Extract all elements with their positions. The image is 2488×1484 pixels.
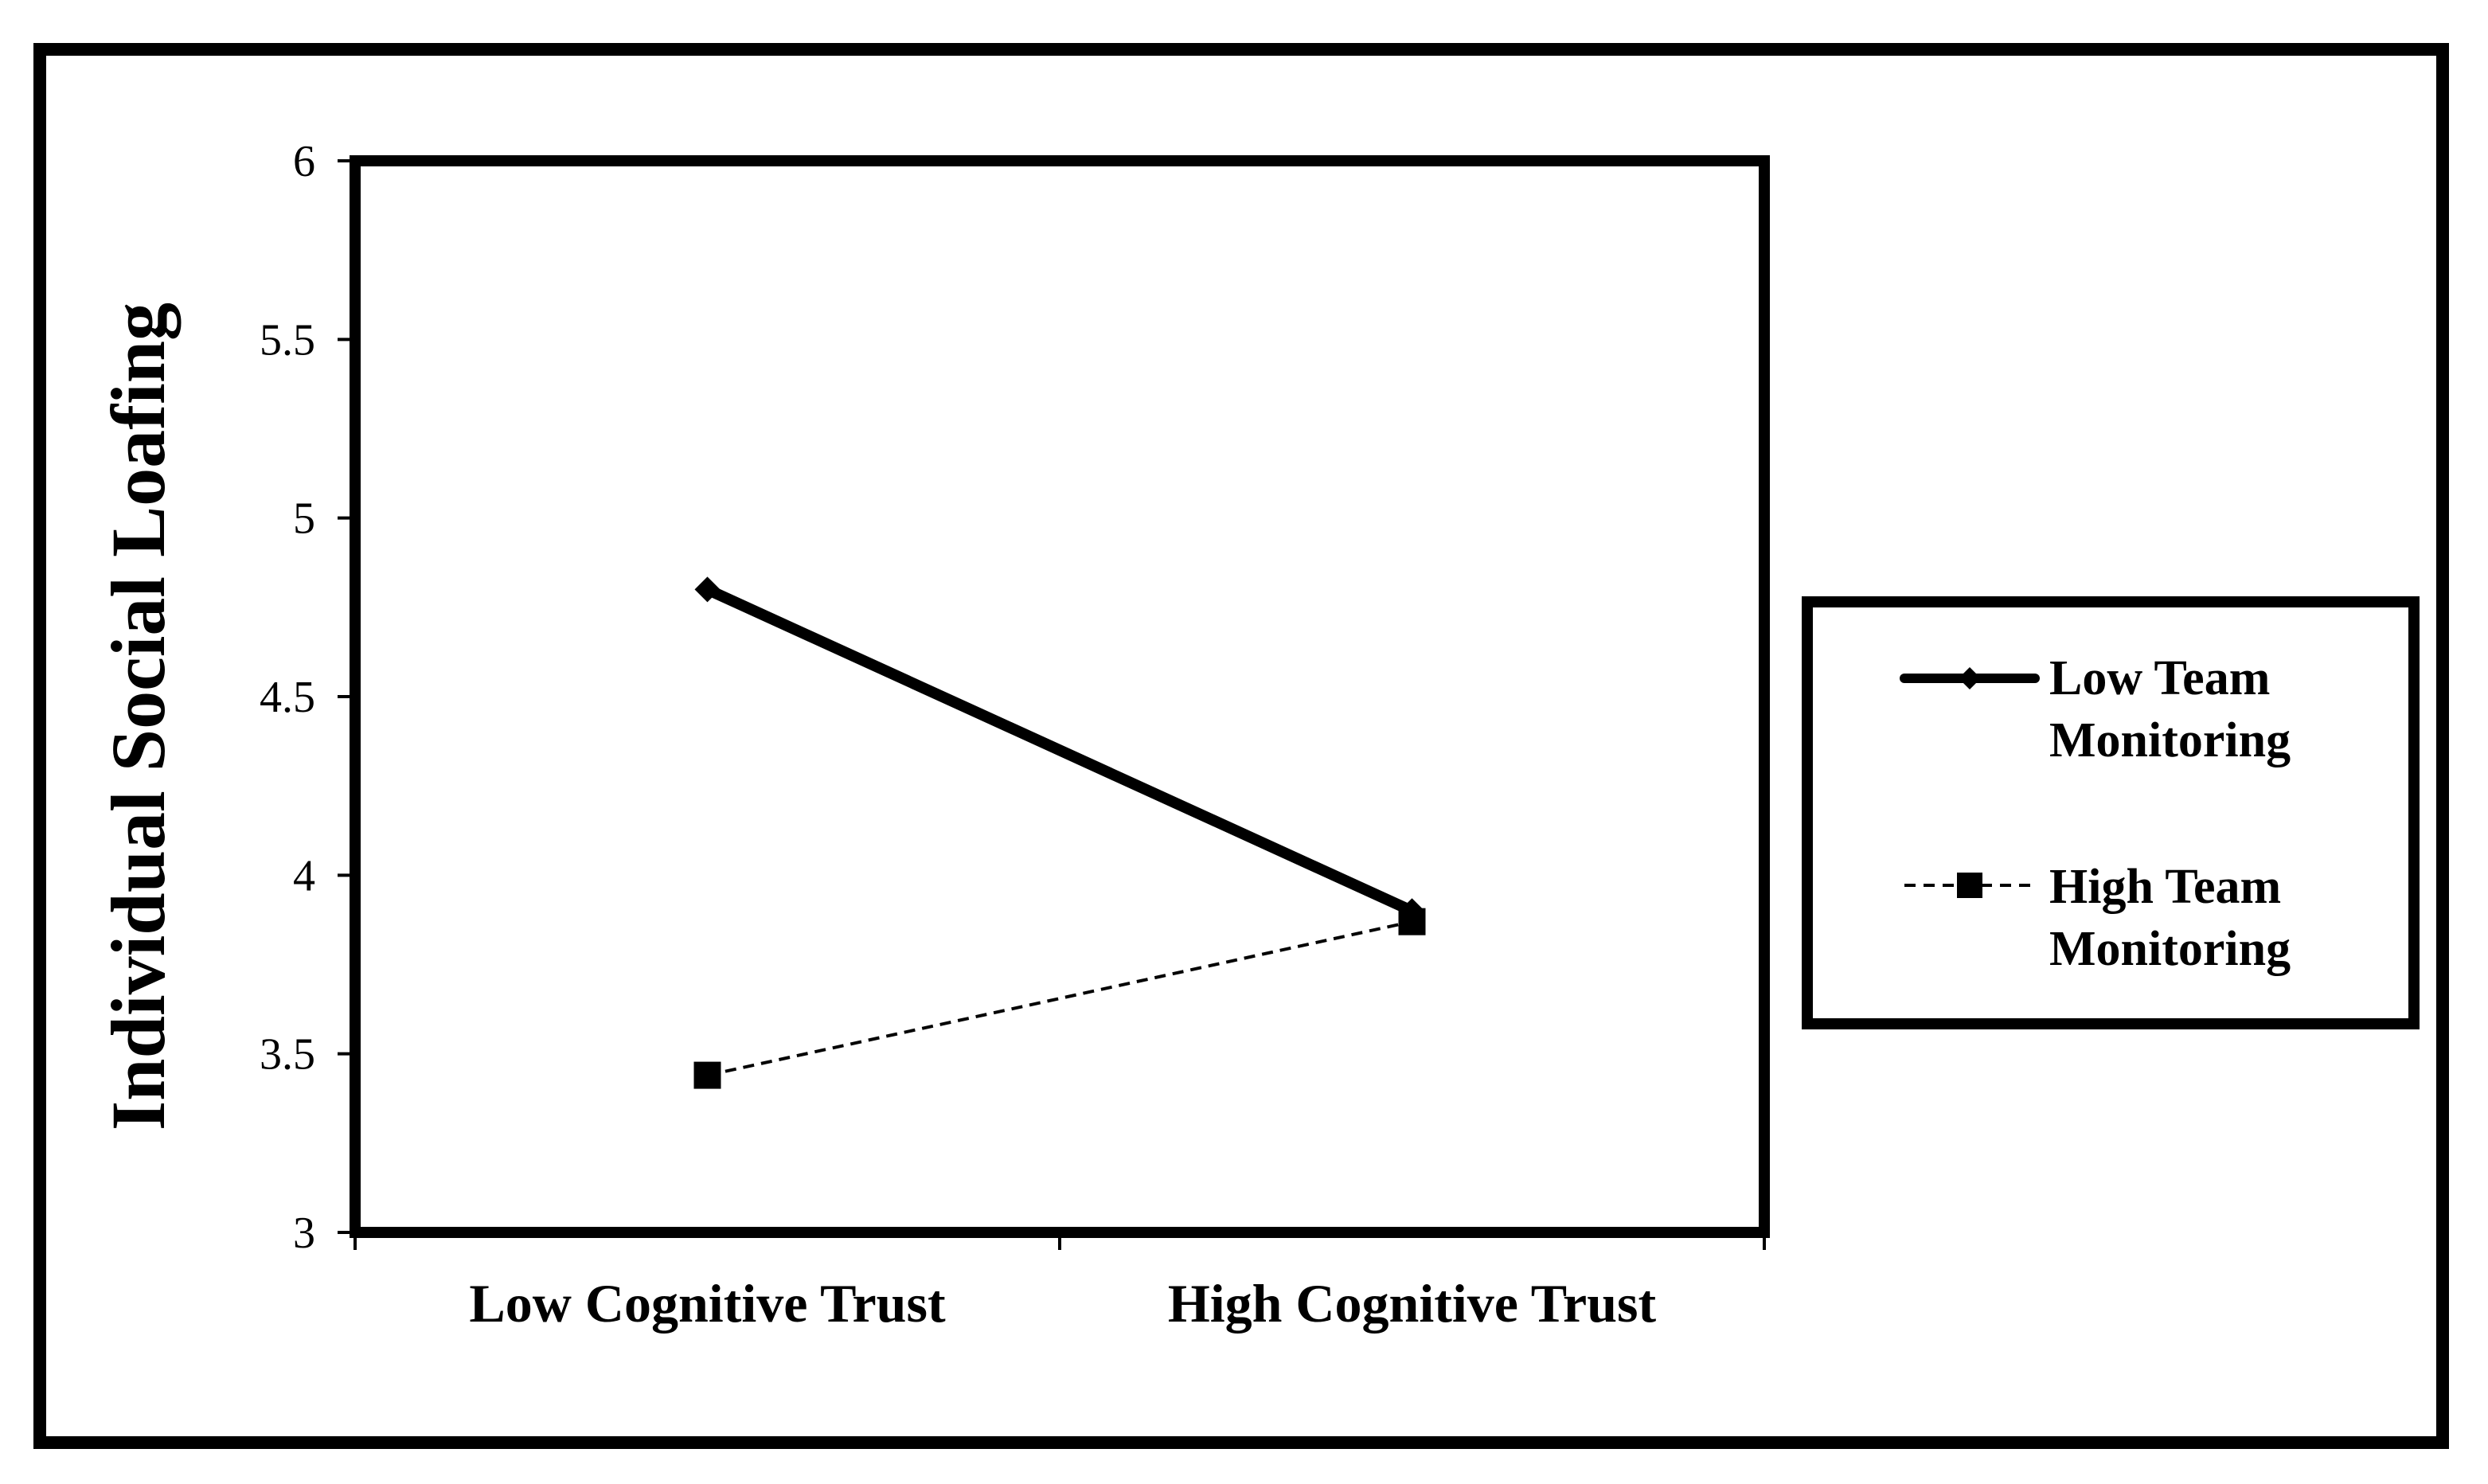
series-high-team-monitoring xyxy=(693,908,1426,1089)
legend-square-marker-icon xyxy=(1957,873,1982,898)
y-tick-label: 3.5 xyxy=(260,1030,315,1080)
legend-label-high-team-monitoring-line2: Monitoring xyxy=(2049,922,2291,976)
y-tick-label: 4 xyxy=(293,851,315,900)
x-tick-label-low-cognitive-trust: Low Cognitive Trust xyxy=(469,1273,946,1334)
x-tick-label-high-cognitive-trust: High Cognitive Trust xyxy=(1168,1273,1657,1334)
legend-label-low-team-monitoring-line1: Low Team xyxy=(2049,651,2270,705)
data-point-high-team-monitoring-low-cognitive-trust xyxy=(693,1061,721,1089)
y-tick-label: 6 xyxy=(293,137,315,186)
series-line-low-team-monitoring xyxy=(701,584,1418,917)
legend-label-low-team-monitoring-line2: Monitoring xyxy=(2049,713,2291,767)
legend-frame xyxy=(1802,596,2420,1029)
data-point-low-team-monitoring-low-cognitive-trust xyxy=(694,576,721,603)
plot-area-frame xyxy=(350,155,1770,1238)
legend: Low Team Monitoring High Team Monitoring xyxy=(1802,596,2420,1029)
y-tick-label: 3 xyxy=(293,1209,315,1258)
y-axis-ticks: 3 3.5 4 4.5 5 5.5 6 xyxy=(260,137,355,1258)
y-axis-label: Individual Social Loafing xyxy=(96,303,181,1131)
legend-diamond-marker-icon xyxy=(1959,667,1981,689)
y-tick-label: 4.5 xyxy=(260,673,315,722)
y-tick-label: 5 xyxy=(293,494,315,544)
series-layer xyxy=(693,576,1426,1089)
y-tick-label: 5.5 xyxy=(260,315,315,365)
data-point-high-team-monitoring-high-cognitive-trust xyxy=(1398,908,1426,935)
x-axis-ticks: Low Cognitive Trust High Cognitive Trust xyxy=(353,1232,1766,1334)
legend-label-high-team-monitoring-line1: High Team xyxy=(2049,860,2281,914)
series-line-high-team-monitoring xyxy=(707,920,1412,1077)
